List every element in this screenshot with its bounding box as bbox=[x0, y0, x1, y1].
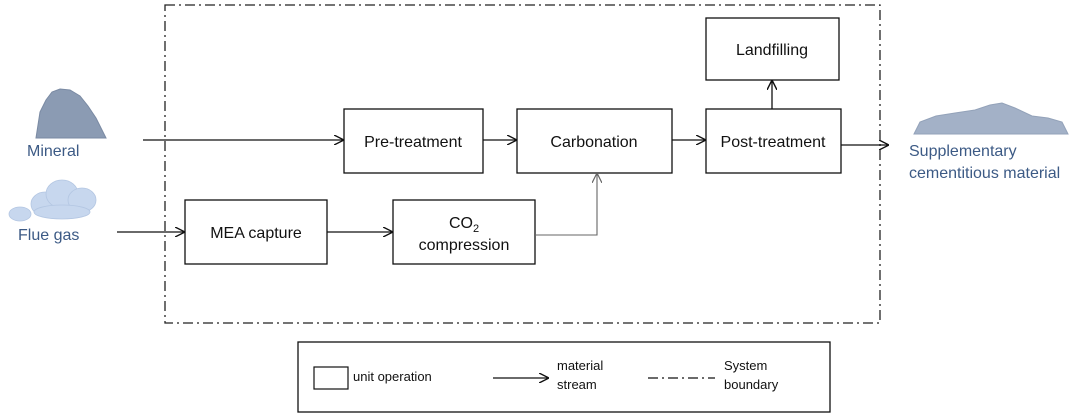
svg-text:Landfilling: Landfilling bbox=[736, 42, 808, 59]
svg-text:MEA capture: MEA capture bbox=[210, 225, 302, 242]
legend: unit operation material stream System bo… bbox=[297, 341, 831, 413]
svg-text:Carbonation: Carbonation bbox=[550, 134, 637, 151]
unit-mea-capture: MEA capture bbox=[184, 199, 328, 265]
legend-material-stream-label-line1: material bbox=[557, 358, 603, 373]
unit-carbonation: Carbonation bbox=[516, 108, 673, 174]
system-boundary bbox=[164, 4, 881, 324]
output-label-line1: Supplementary bbox=[909, 143, 1017, 160]
mineral-icon bbox=[35, 88, 107, 139]
legend-unit-operation-label: unit operation bbox=[353, 369, 432, 384]
output-label-line2: cementitious material bbox=[909, 165, 1060, 182]
unit-landfilling: Landfilling bbox=[705, 17, 840, 81]
unit-co2-compression: CO2 compression bbox=[392, 199, 536, 265]
mineral-label: Mineral bbox=[27, 143, 79, 160]
output-material-icon bbox=[913, 102, 1069, 135]
svg-text:Post-treatment: Post-treatment bbox=[721, 134, 826, 151]
svg-text:compression: compression bbox=[419, 237, 510, 254]
svg-text:CO2: CO2 bbox=[449, 215, 479, 235]
legend-system-boundary-label-line1: System bbox=[724, 358, 767, 373]
legend-frame bbox=[297, 341, 831, 413]
svg-text:Pre-treatment: Pre-treatment bbox=[364, 134, 462, 151]
unit-pretreatment: Pre-treatment bbox=[343, 108, 484, 174]
legend-material-stream-label-line2: stream bbox=[557, 377, 597, 392]
stream-compression-to-carbonation bbox=[535, 174, 597, 236]
flue-gas-cloud-icon bbox=[8, 179, 97, 222]
unit-posttreatment: Post-treatment bbox=[705, 108, 842, 174]
legend-unit-operation-swatch bbox=[313, 366, 349, 390]
legend-system-boundary-label-line2: boundary bbox=[724, 377, 779, 392]
flue-gas-label: Flue gas bbox=[18, 227, 79, 244]
